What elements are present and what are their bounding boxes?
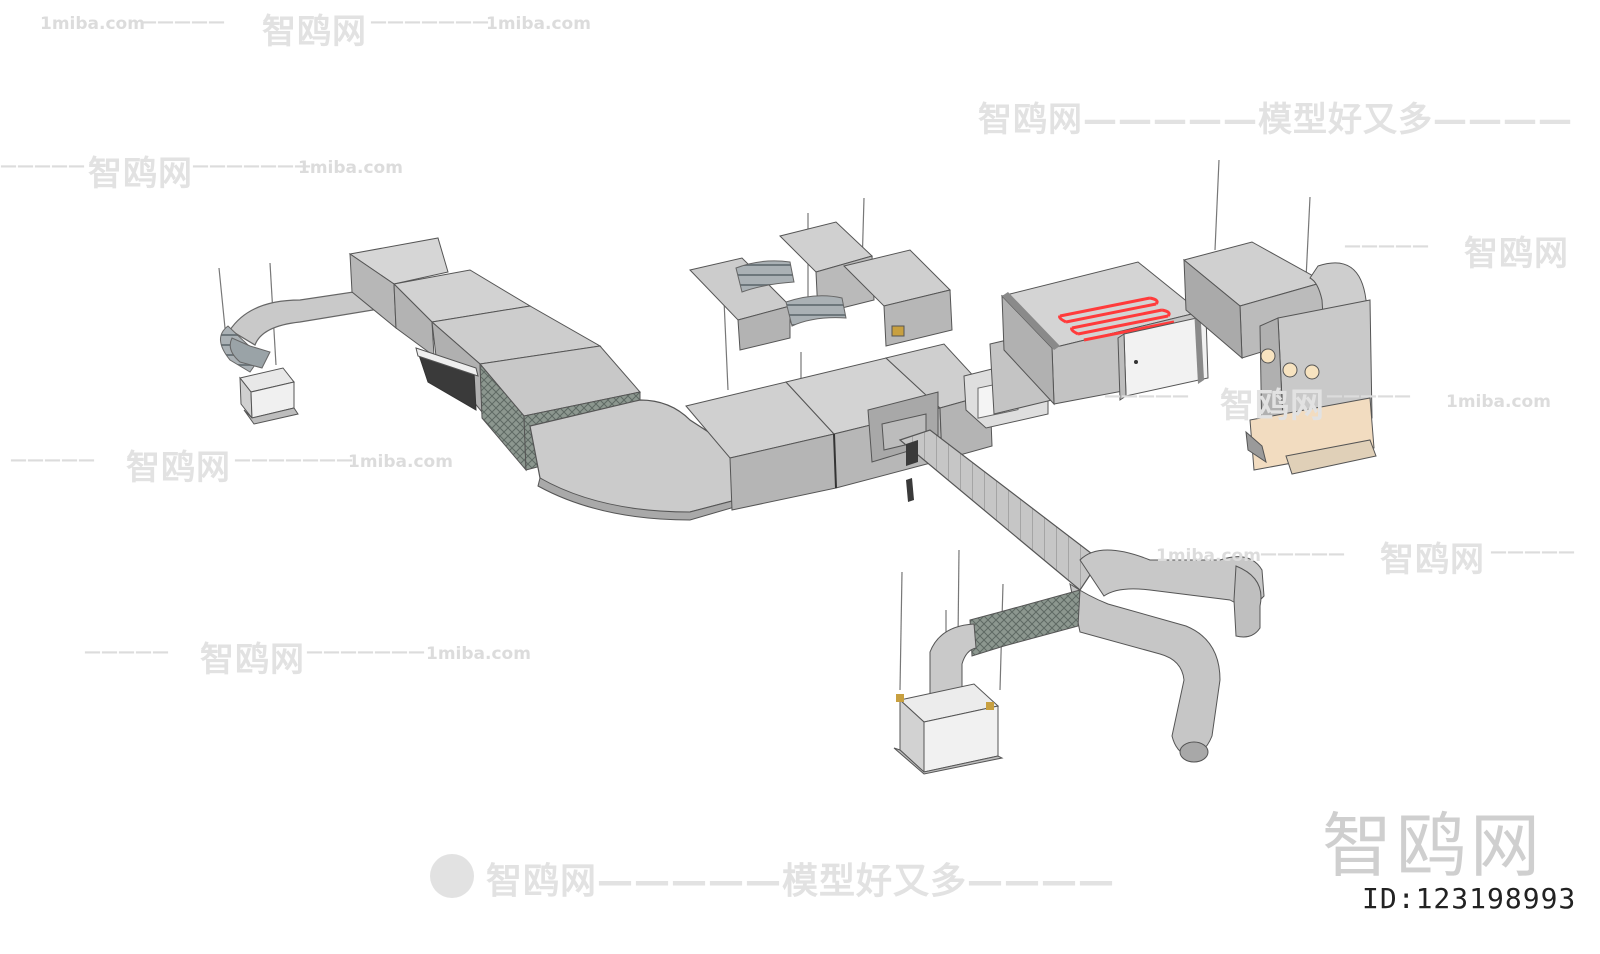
watermark-dashes: —————	[1326, 386, 1411, 406]
watermark-dashes: ———————	[370, 12, 489, 32]
watermark-dashes: —————	[1104, 386, 1189, 406]
left-diffuser-box	[239, 367, 299, 425]
watermark-dashes: —————	[140, 12, 225, 32]
left-flex-duct	[220, 287, 386, 373]
bottom-diffuser-box	[893, 683, 1004, 775]
watermark-dashes: —————	[1260, 544, 1345, 564]
watermark-dashes: —————	[10, 450, 95, 470]
watermark-url: 1miba.com	[1156, 546, 1261, 566]
watermark-dashes: ———————	[234, 450, 353, 470]
watermark-dashes: —————	[1344, 236, 1429, 256]
watermark-dashes: —————	[1490, 542, 1575, 562]
red-coil	[1058, 296, 1175, 342]
watermark-url: 1miba.com	[298, 158, 403, 178]
logo-bird-icon	[430, 854, 474, 898]
watermark-brand: 智鸥网	[200, 640, 305, 680]
watermark-brand: 智鸥网	[88, 154, 193, 194]
watermark-brand: 智鸥网	[1464, 234, 1569, 274]
watermark-brand: 智鸥网	[1380, 540, 1485, 580]
upper-branch	[689, 221, 953, 351]
round-branch-duct	[898, 429, 1265, 763]
heating-coil-section	[1001, 261, 1209, 406]
model-id-label: ID:123198993	[1362, 882, 1577, 915]
right-elbow-section	[1182, 241, 1377, 475]
watermark-brand: 智鸥网	[126, 448, 231, 488]
watermark-big-brand: 智鸥网	[1322, 805, 1544, 887]
watermark-url: 1miba.com	[40, 14, 145, 34]
watermark-brand: 智鸥网	[1220, 386, 1325, 426]
watermark-url: 1miba.com	[348, 452, 453, 472]
watermark-url: 1miba.com	[486, 14, 591, 34]
watermark-url: 1miba.com	[426, 644, 531, 664]
watermark-dashes: ———————	[306, 642, 425, 662]
watermark-slogan: 智鸥网—————模型好又多————	[978, 100, 1573, 140]
watermark-brand: 智鸥网	[262, 12, 367, 52]
main-trunk-left	[348, 237, 739, 521]
watermark-url: 1miba.com	[1446, 392, 1551, 412]
watermark-dashes: —————	[0, 156, 85, 176]
watermark-dashes: —————	[84, 642, 169, 662]
watermark-dashes: ———————	[192, 156, 311, 176]
watermark-slogan-bottom: 智鸥网—————模型好又多————	[486, 861, 1116, 902]
